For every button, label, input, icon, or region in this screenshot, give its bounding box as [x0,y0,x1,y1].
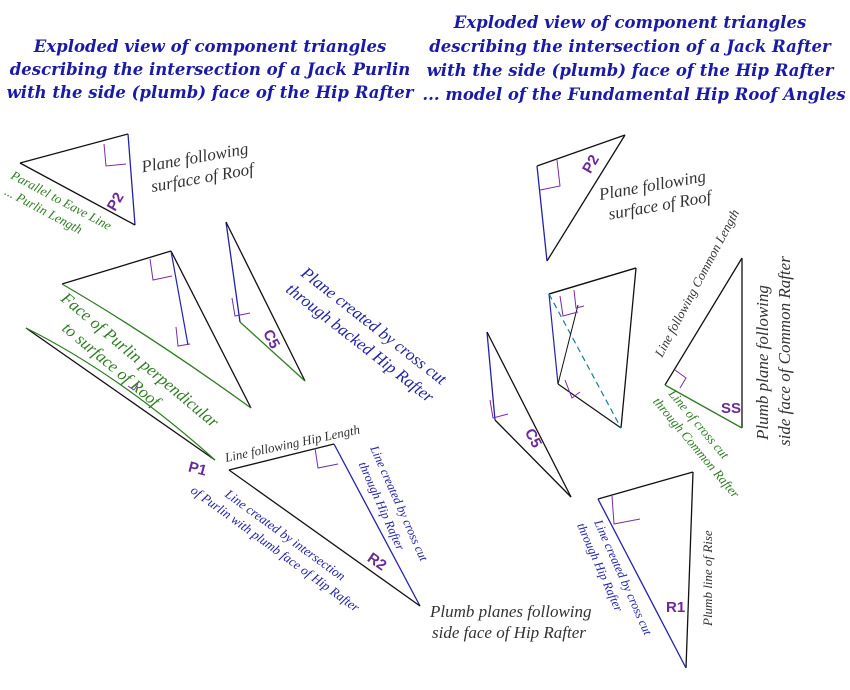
intersection-purlin-line-2: of Purlin with plumb face of Hip Rafter [188,482,363,615]
title-right-line-2: describing the intersection of a Jack Ra… [429,37,832,56]
triangle-c5-right [486,331,572,498]
triangle-r2 [228,443,421,607]
title-left-line-2: describing the intersection of a Jack Pu… [10,60,410,79]
label-p2-left: P2 [104,190,128,214]
label-face-purlin: Face of Purlin perpendicular to surface … [57,288,223,432]
label-intersection-purlin: Line created by intersection of Purlin w… [188,482,363,615]
label-p2-right: P2 [579,152,603,176]
label-c5-right: C5 [521,426,545,451]
triangle-ss [664,257,743,429]
label-parallel-eave: Parallel to Eave Line ... Purlin Length [2,167,114,237]
title-right-line-4: ... model of the Fundamental Hip Roof An… [422,85,845,104]
plumb-planes-hip-line-1: Plumb planes following [429,602,592,621]
triangle-p2-left [19,133,136,226]
plane-cross-cut-line-2: through backed Hip Rafter [282,279,437,406]
label-plane-roof-left: Plane following surface of Roof [139,139,257,196]
label-cross-cut-hip-right: Line created by cross cut through Hip Ra… [574,517,655,638]
label-plumb-planes-hip: Plumb planes following side face of Hip … [429,602,592,642]
plane-cross-cut-line-1: Plane created by cross cut [297,263,452,390]
label-r2: R2 [364,549,389,574]
triangle-c5-left [225,221,306,382]
title-right: Exploded view of component triangles des… [422,13,845,104]
label-p1: P1 [186,459,208,480]
label-plane-cross-cut: Plane created by cross cut through backe… [282,263,452,407]
label-ss: SS [721,400,741,417]
label-r1: R1 [666,599,685,616]
title-left-line-1: Exploded view of component triangles [33,37,386,56]
title-left: Exploded view of component triangles des… [7,37,415,102]
plumb-plane-common-line-2: side face of Common Rafter [775,256,794,446]
label-common-length: Line following Common Length [651,207,742,361]
title-right-line-3: with the side (plumb) face of the Hip Ra… [427,61,835,80]
label-plumb-plane-common: Plumb plane following side face of Commo… [753,256,794,446]
intersection-purlin-line-1: Line created by intersection [222,486,349,584]
triangle-r1 [597,471,694,669]
title-left-line-3: with the side (plumb) face of the Hip Ra… [7,83,415,102]
triangle-p1 [25,327,216,461]
label-plumb-rise: Plumb line of Rise [700,530,715,627]
plumb-planes-hip-line-2: side face of Hip Rafter [432,623,586,642]
triangle-cross-cut-hip [548,267,637,429]
triangle-p2-right [536,134,626,262]
triangle-purlin-face [61,250,252,409]
label-hip-length: Line following Hip Length [223,422,362,465]
title-right-line-1: Exploded view of component triangles [453,13,806,32]
label-plane-roof-right: Plane following surface of Roof [596,166,714,223]
plumb-plane-common-line-1: Plumb plane following [753,285,772,441]
